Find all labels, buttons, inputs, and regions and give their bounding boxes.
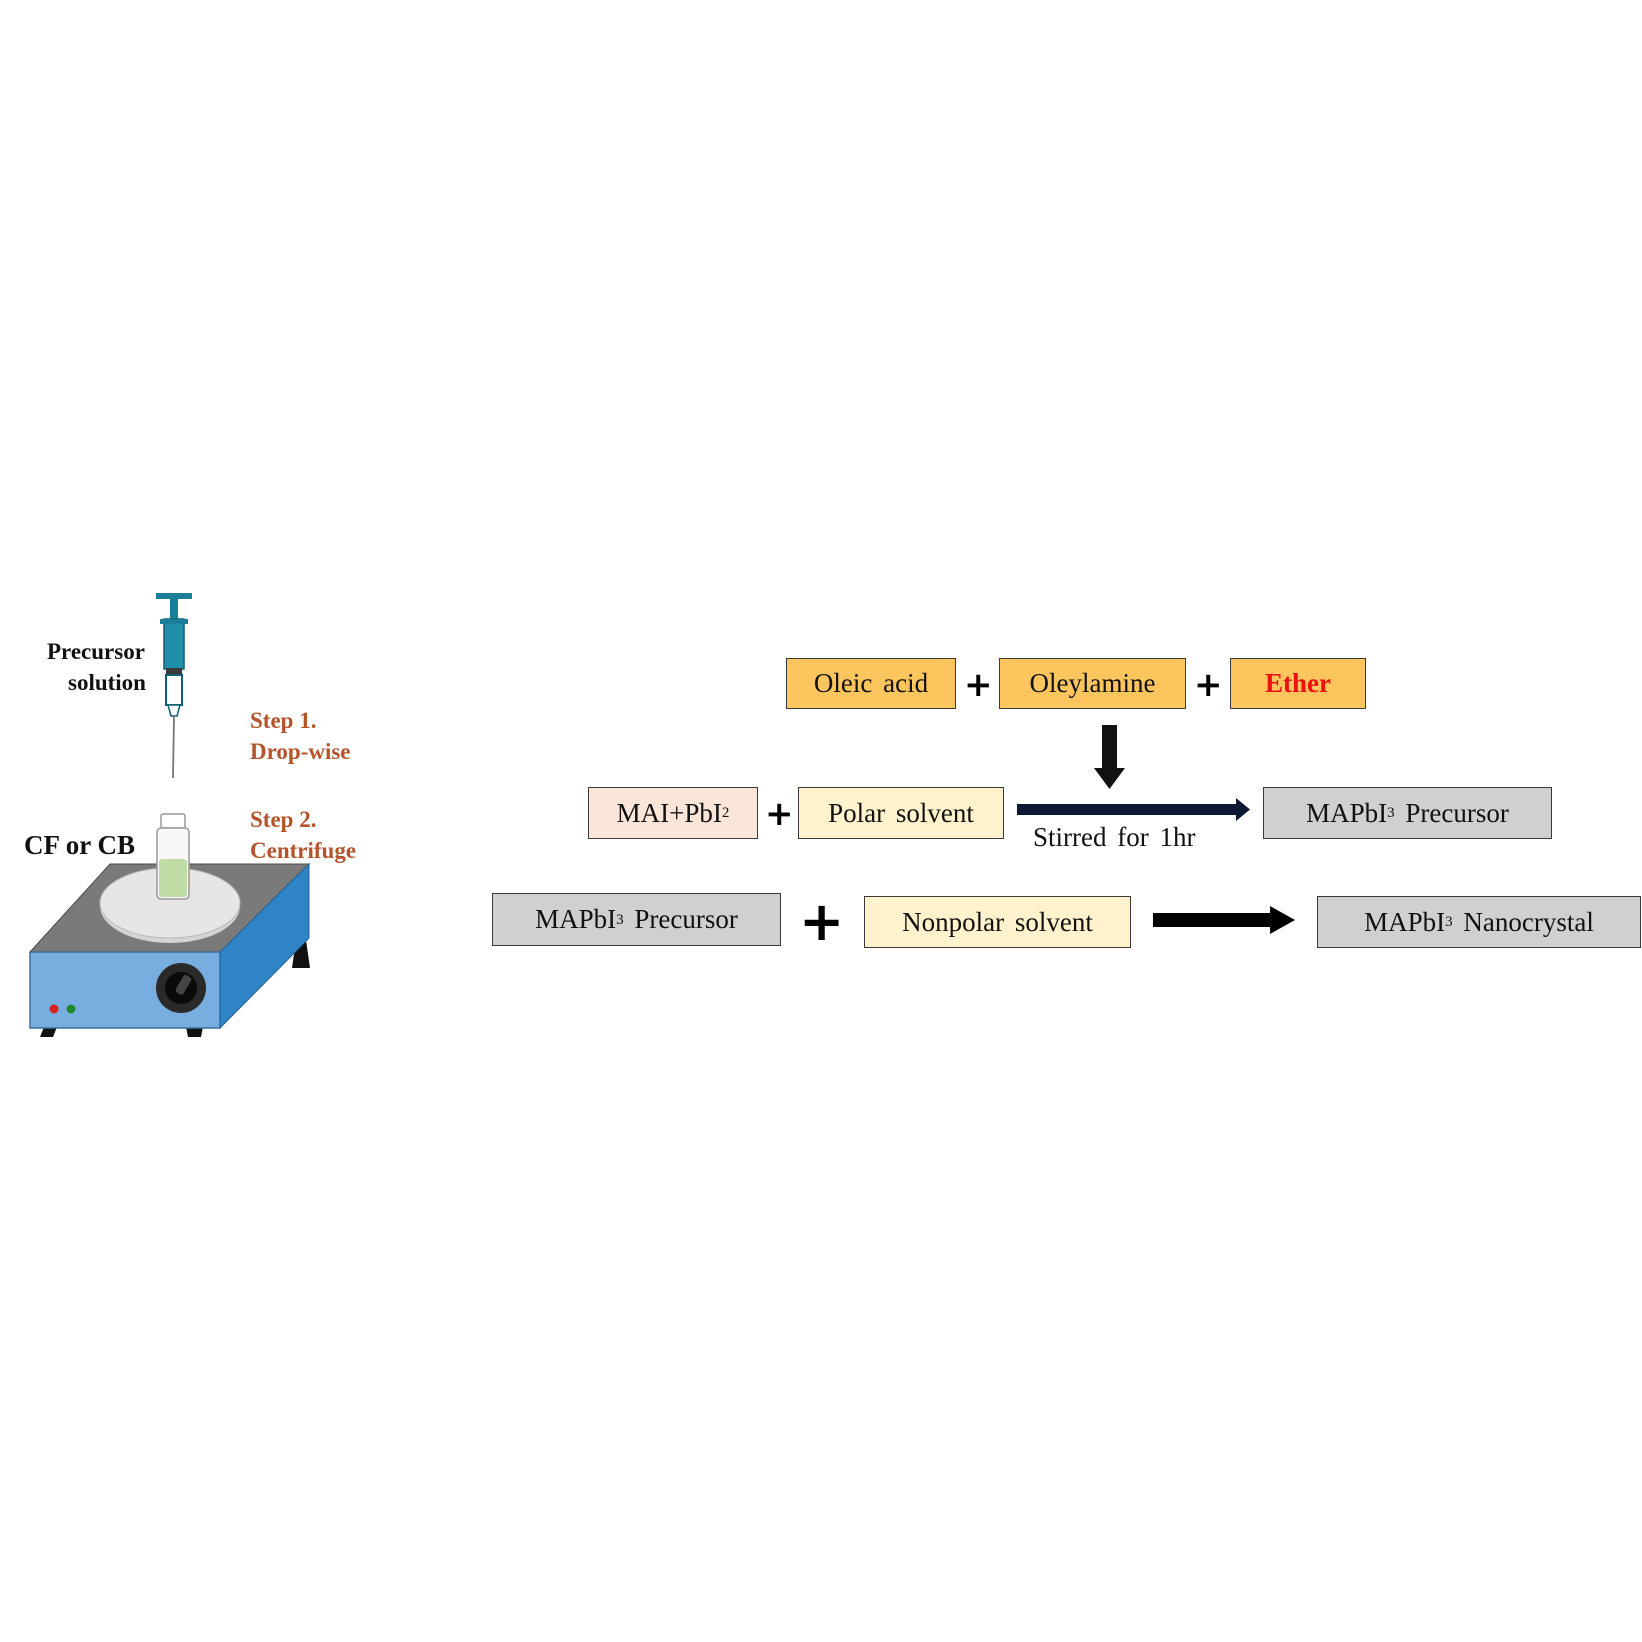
step2-label-line1: Step 2. (250, 807, 317, 832)
plus-sign-large: + (799, 890, 845, 953)
synthesis-setup-illustration (28, 593, 311, 1037)
plus-sign: + (1194, 665, 1223, 705)
right-arrow-stirring-icon (1017, 798, 1250, 821)
nonpolar-solvent-box: Nonpolar solvent (864, 896, 1131, 948)
oleylamine-box: Oleylamine (999, 658, 1186, 709)
plus-sign: + (765, 794, 794, 834)
right-arrow-icon (1153, 906, 1295, 934)
step1-label-line1: Step 1. (250, 708, 317, 733)
oleic-acid-box: Oleic acid (786, 658, 956, 709)
syringe-icon (156, 593, 192, 779)
ether-box: Ether (1230, 658, 1366, 709)
syringe-label-line1: Precursor (47, 639, 145, 664)
vial-icon (156, 813, 190, 900)
syringe-label-line2: solution (68, 670, 146, 695)
solvent-label: CF or CB (24, 830, 135, 860)
step1-label-line2: Drop-wise (250, 739, 351, 764)
hotplate-stirrer-icon (28, 862, 311, 1037)
plus-sign: + (964, 665, 993, 705)
stirring-caption: Stirred for 1hr (1033, 822, 1196, 852)
polar-solvent-box: Polar solvent (798, 787, 1004, 839)
down-arrow-icon (1094, 725, 1125, 789)
step2-label-line2: Centrifuge (250, 838, 357, 863)
